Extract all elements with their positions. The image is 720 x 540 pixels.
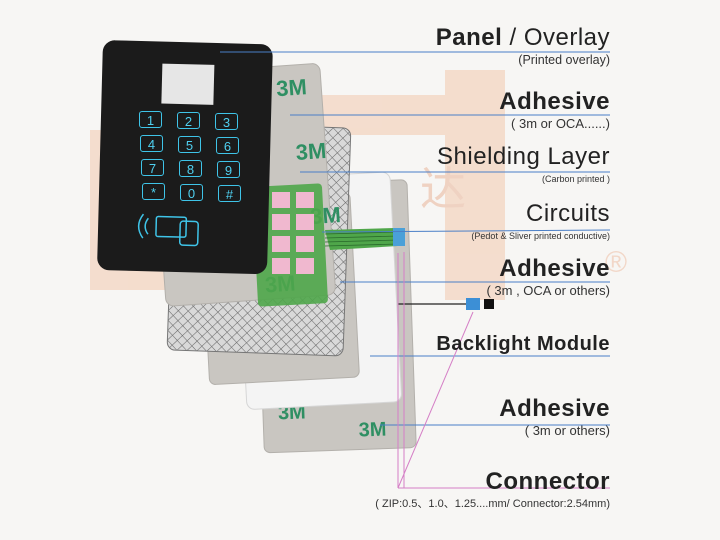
label-circuits-note: (Pedot & Sliver printed conductive) xyxy=(471,231,610,241)
svg-text:3M: 3M xyxy=(275,74,307,101)
keypad-key: 4 xyxy=(140,135,163,152)
connector xyxy=(398,298,494,310)
watermark-cjk: 达 xyxy=(420,162,466,216)
keypad-key: 2 xyxy=(177,112,200,129)
label-circuits: Circuits (Pedot & Sliver printed conduct… xyxy=(471,200,610,244)
circuit-layer xyxy=(252,183,405,307)
label-adhesive-1-title: Adhesive xyxy=(499,88,610,115)
label-adhesive-3-title: Adhesive xyxy=(499,395,610,422)
panel-overlay xyxy=(97,40,273,275)
display-window xyxy=(161,63,215,105)
label-shielding-note: (Carbon printed ) xyxy=(541,174,610,184)
label-adhesive-3-note: ( 3m or others) xyxy=(524,423,610,438)
keypad-key: 0 xyxy=(180,184,203,201)
svg-text:3M: 3M xyxy=(295,138,327,165)
keypad-key: 5 xyxy=(178,136,201,153)
label-backlight-title: Backlight Module xyxy=(436,333,610,355)
keypad-key: 7 xyxy=(141,159,164,176)
label-adhesive-3: Adhesive ( 3m or others) xyxy=(499,395,610,439)
label-panel-rest: Overlay xyxy=(523,24,610,51)
label-panel-sep: / xyxy=(502,24,524,51)
leader-lines xyxy=(220,51,611,426)
label-connector-note: ( ZIP:0.5、1.0、1.25....mm/ Connector:2.54… xyxy=(375,498,610,510)
keypad-key: 3 xyxy=(215,113,238,130)
keypad-key: * xyxy=(142,183,165,200)
label-connector: Connector ( ZIP:0.5、1.0、1.25....mm/ Conn… xyxy=(375,468,610,512)
label-connector-title: Connector xyxy=(485,468,610,495)
label-adhesive-1-note: ( 3m or OCA......) xyxy=(511,116,610,131)
label-adhesive-2-note: ( 3m , OCA or others) xyxy=(486,283,610,298)
watermark-registered: ® xyxy=(605,246,627,279)
keypad-key: 8 xyxy=(179,160,202,177)
label-panel-note: (Printed overlay) xyxy=(518,53,610,67)
label-panel-overlay: Panel / Overlay (Printed overlay) xyxy=(436,24,610,68)
label-adhesive-2: Adhesive ( 3m , OCA or others) xyxy=(486,255,610,299)
label-circuits-title: Circuits xyxy=(525,200,610,227)
keypad-key: # xyxy=(218,185,241,202)
nfc-icon xyxy=(137,213,199,247)
svg-text:3M: 3M xyxy=(358,419,387,442)
label-shielding: Shielding Layer (Carbon printed ) xyxy=(437,143,610,187)
label-adhesive-2-title: Adhesive xyxy=(499,255,610,282)
keypad-key: 9 xyxy=(217,161,240,178)
label-adhesive-1: Adhesive ( 3m or OCA......) xyxy=(499,88,610,132)
label-backlight: Backlight Module xyxy=(436,330,610,358)
label-panel-bold: Panel xyxy=(435,24,503,51)
label-shielding-title: Shielding Layer xyxy=(437,143,610,170)
connector-leaders xyxy=(397,252,610,489)
keypad-key: 1 xyxy=(139,111,162,128)
keypad-key: 6 xyxy=(216,137,239,154)
